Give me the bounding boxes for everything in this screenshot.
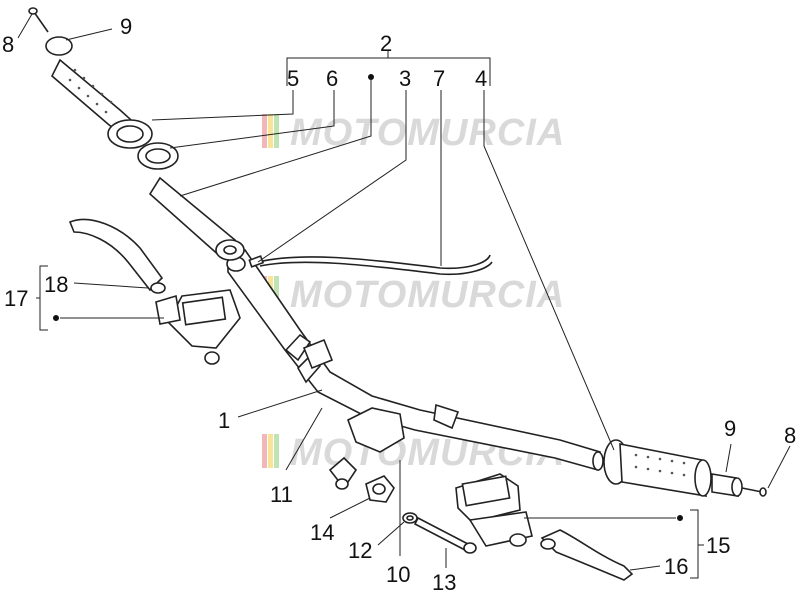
label-17: 17 (4, 286, 28, 311)
label-6: 6 (326, 66, 338, 91)
watermark-stripe-yellow (268, 434, 273, 468)
label-4: 4 (475, 66, 487, 91)
label-13: 13 (432, 570, 456, 595)
label-5: 5 (287, 66, 299, 91)
label-7: 7 (433, 66, 445, 91)
screw-part-8-left (28, 7, 49, 33)
bullet-marker (368, 74, 374, 80)
watermark-text: MOTOMURCIA (290, 112, 565, 154)
bullet-marker (677, 515, 683, 521)
watermark-top: MOTOMURCIA (262, 112, 565, 154)
grip-part-right (603, 439, 712, 497)
label-9-right: 9 (724, 416, 736, 441)
clamp-part-14 (365, 475, 395, 503)
label-1: 1 (218, 408, 230, 433)
handlebar-part-1 (226, 248, 604, 472)
grip-texture-left (68, 68, 113, 114)
label-2: 2 (380, 31, 392, 56)
watermark-stripe-green (274, 276, 279, 310)
label-10: 10 (386, 562, 410, 587)
bullet-marker (53, 315, 59, 321)
grip-texture-right (634, 453, 686, 477)
label-8-right: 8 (784, 423, 796, 448)
watermark-stripe-red (262, 434, 267, 468)
bar-end-part-9-right (711, 473, 743, 497)
brake-lever-left (68, 218, 166, 294)
watermark-stripe-green (274, 114, 279, 148)
master-cylinder-right (455, 473, 533, 547)
label-3: 3 (399, 66, 411, 91)
watermark-stripe-yellow (268, 114, 273, 148)
label-16: 16 (664, 554, 688, 579)
label-9-left: 9 (120, 14, 132, 39)
watermark-middle: MOTOMURCIA (262, 274, 565, 316)
watermark-text: MOTOMURCIA (290, 274, 565, 316)
label-12: 12 (348, 538, 372, 563)
label-11: 11 (270, 482, 293, 507)
screw-part-8-right (741, 487, 767, 497)
label-8-left: 8 (2, 32, 14, 57)
master-cylinder-left (155, 289, 241, 365)
part-labels: 2 5 6 3 7 4 9 8 18 17 1 11 14 12 10 13 9… (2, 14, 796, 595)
throttle-grip-assembly (45, 36, 245, 261)
bolt-part-13 (413, 516, 477, 554)
throttle-cable-part-7 (248, 254, 493, 276)
brake-lever-right (540, 529, 634, 581)
watermark-stripe-green (274, 434, 279, 468)
leader-lines (17, 13, 791, 579)
label-18: 18 (44, 272, 68, 297)
watermark-stripe-red (262, 114, 267, 148)
label-15: 15 (706, 533, 730, 558)
switch-clamp-part-11 (328, 407, 405, 490)
label-14: 14 (310, 520, 334, 545)
washer-part-10 (402, 512, 418, 524)
